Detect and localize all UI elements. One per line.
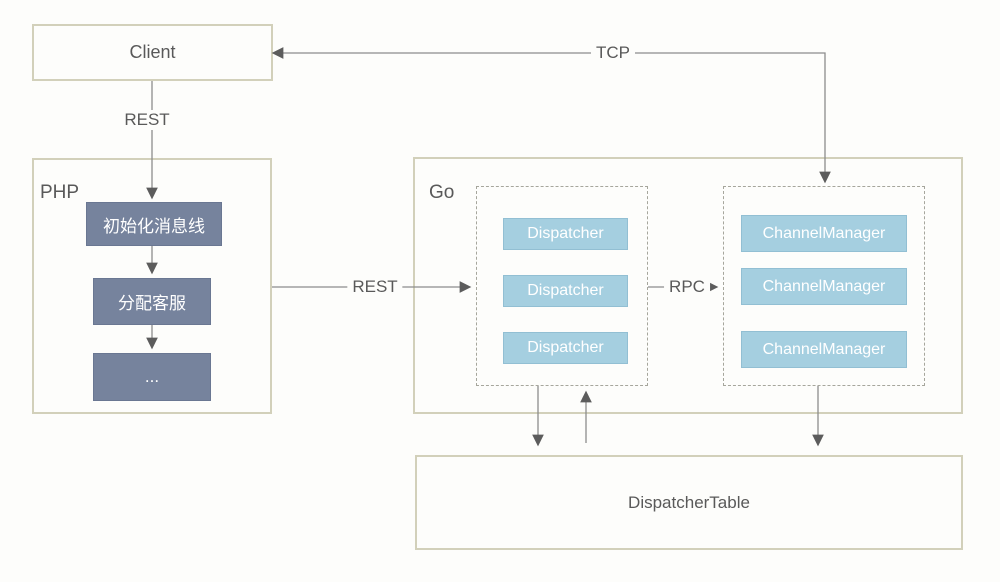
- channel-manager-group: [723, 186, 925, 386]
- rest-edge-label-client-php: REST: [119, 110, 175, 130]
- dispatcher-label: Dispatcher: [527, 282, 604, 299]
- client-box: Client: [32, 24, 273, 81]
- php-step-label: 初始化消息线: [103, 216, 205, 236]
- go-label: Go: [429, 182, 455, 203]
- channel-manager-node: ChannelManager: [741, 215, 907, 252]
- channel-manager-label: ChannelManager: [762, 277, 886, 295]
- php-step-label: ...: [144, 367, 160, 386]
- rest-edge-label-php-go: REST: [347, 277, 403, 297]
- dispatcher-node: Dispatcher: [503, 218, 628, 250]
- dispatcher-node: Dispatcher: [503, 275, 628, 307]
- dispatcher-table-label: DispatcherTable: [628, 492, 750, 512]
- dispatcher-label: Dispatcher: [527, 339, 604, 356]
- php-label: PHP: [40, 182, 80, 203]
- dispatcher-label: Dispatcher: [527, 225, 604, 242]
- php-step-assign-agent: 分配客服: [93, 278, 211, 325]
- channel-manager-label: ChannelManager: [762, 340, 886, 358]
- channel-manager-node: ChannelManager: [741, 268, 907, 305]
- channel-manager-node: ChannelManager: [741, 331, 907, 368]
- php-step-label: 分配客服: [118, 294, 186, 313]
- client-label: Client: [129, 42, 176, 62]
- dispatcher-table-box: DispatcherTable: [415, 455, 963, 550]
- php-step-ellipsis: ...: [93, 353, 211, 401]
- dispatcher-node: Dispatcher: [503, 332, 628, 364]
- tcp-edge-label: TCP: [591, 43, 635, 63]
- php-step-init-message-line: 初始化消息线: [86, 202, 222, 246]
- dispatcher-group: [476, 186, 648, 386]
- rpc-edge-label: RPC: [664, 277, 710, 297]
- channel-manager-label: ChannelManager: [762, 224, 886, 242]
